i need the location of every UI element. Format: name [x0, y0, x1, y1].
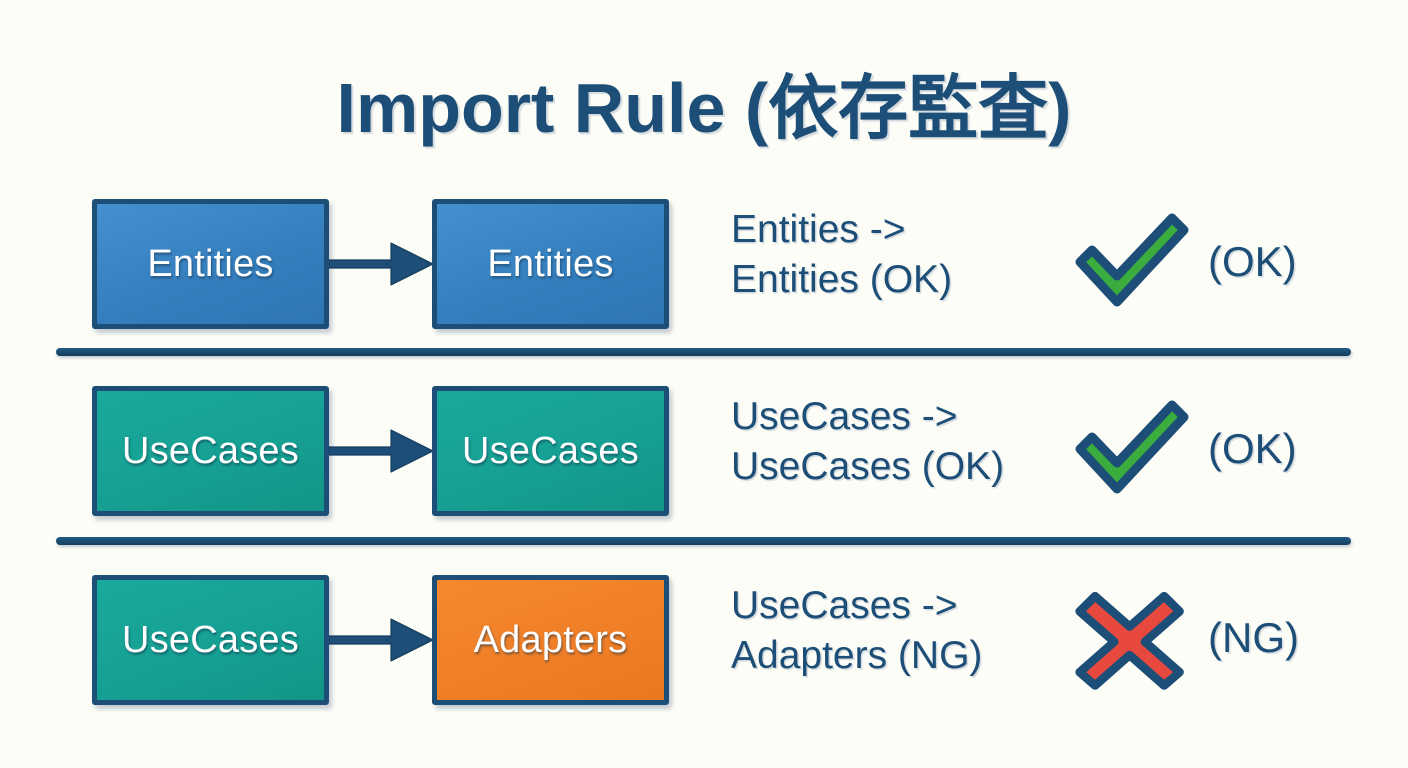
check-mark-icon: [1075, 213, 1189, 307]
rule-description-line1: UseCases ->: [731, 395, 958, 438]
source-node: UseCases: [92, 575, 329, 705]
target-node: Adapters: [432, 575, 669, 705]
rule-description-line1: UseCases ->: [731, 584, 958, 627]
source-node-label: UseCases: [122, 429, 299, 472]
row-divider: [56, 348, 1351, 356]
rule-description: UseCases -> UseCases (OK): [731, 392, 1061, 492]
source-node: Entities: [92, 199, 329, 329]
status-badge: (OK): [1208, 238, 1297, 285]
target-node: UseCases: [432, 386, 669, 516]
rule-description-line2: UseCases (OK): [731, 445, 1005, 488]
rule-description-line2: Entities (OK): [731, 258, 953, 301]
rule-status: (OK): [1072, 207, 1372, 317]
source-node-label: Entities: [147, 242, 274, 285]
rule-status: (OK): [1072, 394, 1372, 504]
rule-description-line2: Adapters (NG): [731, 634, 983, 677]
cross-mark-icon: [1075, 591, 1184, 690]
row-divider: [56, 537, 1351, 545]
rule-row: UseCases UseCases -> Adapters (NG) (NG) …: [0, 575, 1408, 705]
rule-status: (NG): [1072, 583, 1372, 693]
page-title: Import Rule (依存監査): [336, 69, 1072, 147]
rule-row: UseCases UseCases -> UseCases (OK) (OK) …: [0, 386, 1408, 516]
status-badge: (NG): [1208, 614, 1299, 661]
arrow-right-icon: [329, 618, 434, 662]
source-node-label: UseCases: [122, 618, 299, 661]
target-node-label: Adapters: [473, 618, 628, 661]
rule-description: UseCases -> Adapters (NG): [731, 581, 1061, 681]
target-node-label: UseCases: [462, 429, 639, 472]
rule-row: Entities Entities -> Entities (OK) (OK) …: [0, 199, 1408, 329]
source-node: UseCases: [92, 386, 329, 516]
check-mark-icon: [1075, 400, 1189, 494]
target-node: Entities: [432, 199, 669, 329]
target-node-label: Entities: [487, 242, 614, 285]
rule-description: Entities -> Entities (OK): [731, 205, 1061, 305]
arrow-right-icon: [329, 429, 434, 473]
rule-description-line1: Entities ->: [731, 208, 906, 251]
status-badge: (OK): [1208, 425, 1297, 472]
arrow-right-icon: [329, 242, 434, 286]
